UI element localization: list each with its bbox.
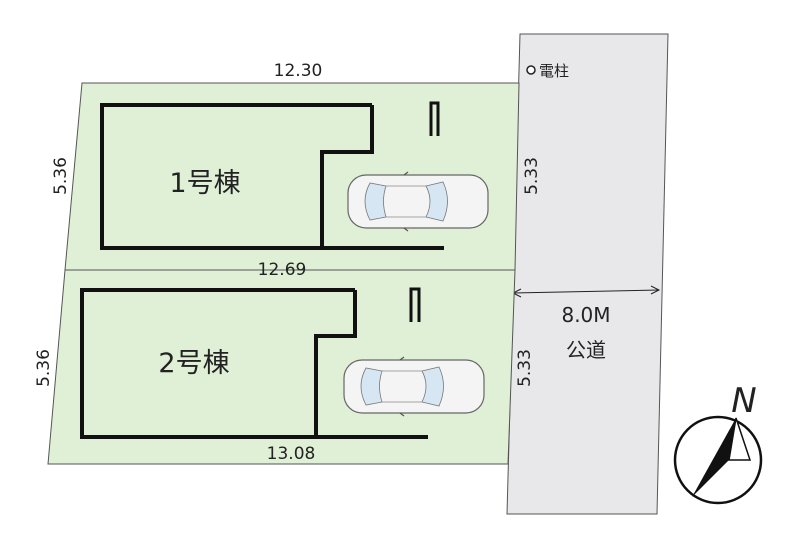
road-name-label: 公道 xyxy=(566,338,606,362)
car-icon xyxy=(347,171,489,232)
building-2-outline xyxy=(80,288,428,439)
utility-pole-label: 電柱 xyxy=(539,62,569,80)
lot-2-right-dimension: 5.33 xyxy=(515,349,535,387)
north-arrow-icon xyxy=(673,415,763,505)
road-width-label: 8.0M xyxy=(561,303,610,327)
building-1-wall-stub xyxy=(429,101,440,136)
building-1-outline xyxy=(100,103,444,250)
building-2-notch xyxy=(314,290,357,437)
car-icon xyxy=(343,356,485,417)
road-width-tick-right xyxy=(650,285,661,295)
utility-pole-icon xyxy=(526,65,536,75)
north-arrow-label: N xyxy=(731,381,756,421)
lot-1-top-dimension: 12.30 xyxy=(274,61,323,81)
lot-2-left-dimension: 5.36 xyxy=(34,349,54,387)
lot-2-top-dimension: 12.69 xyxy=(258,260,307,280)
building-1-notch xyxy=(320,105,374,248)
lot-2 xyxy=(47,269,516,465)
building-2-wall-stub xyxy=(409,287,421,322)
lot-1-left-dimension: 5.36 xyxy=(51,157,71,195)
road-width-line xyxy=(512,289,660,294)
lot-1-right-dimension: 5.33 xyxy=(522,157,542,195)
public-road xyxy=(506,33,669,515)
lot-2-bottom-dimension: 13.08 xyxy=(267,444,316,464)
building-1-label: 1号棟 xyxy=(169,168,240,199)
building-2-label: 2号棟 xyxy=(158,348,229,379)
